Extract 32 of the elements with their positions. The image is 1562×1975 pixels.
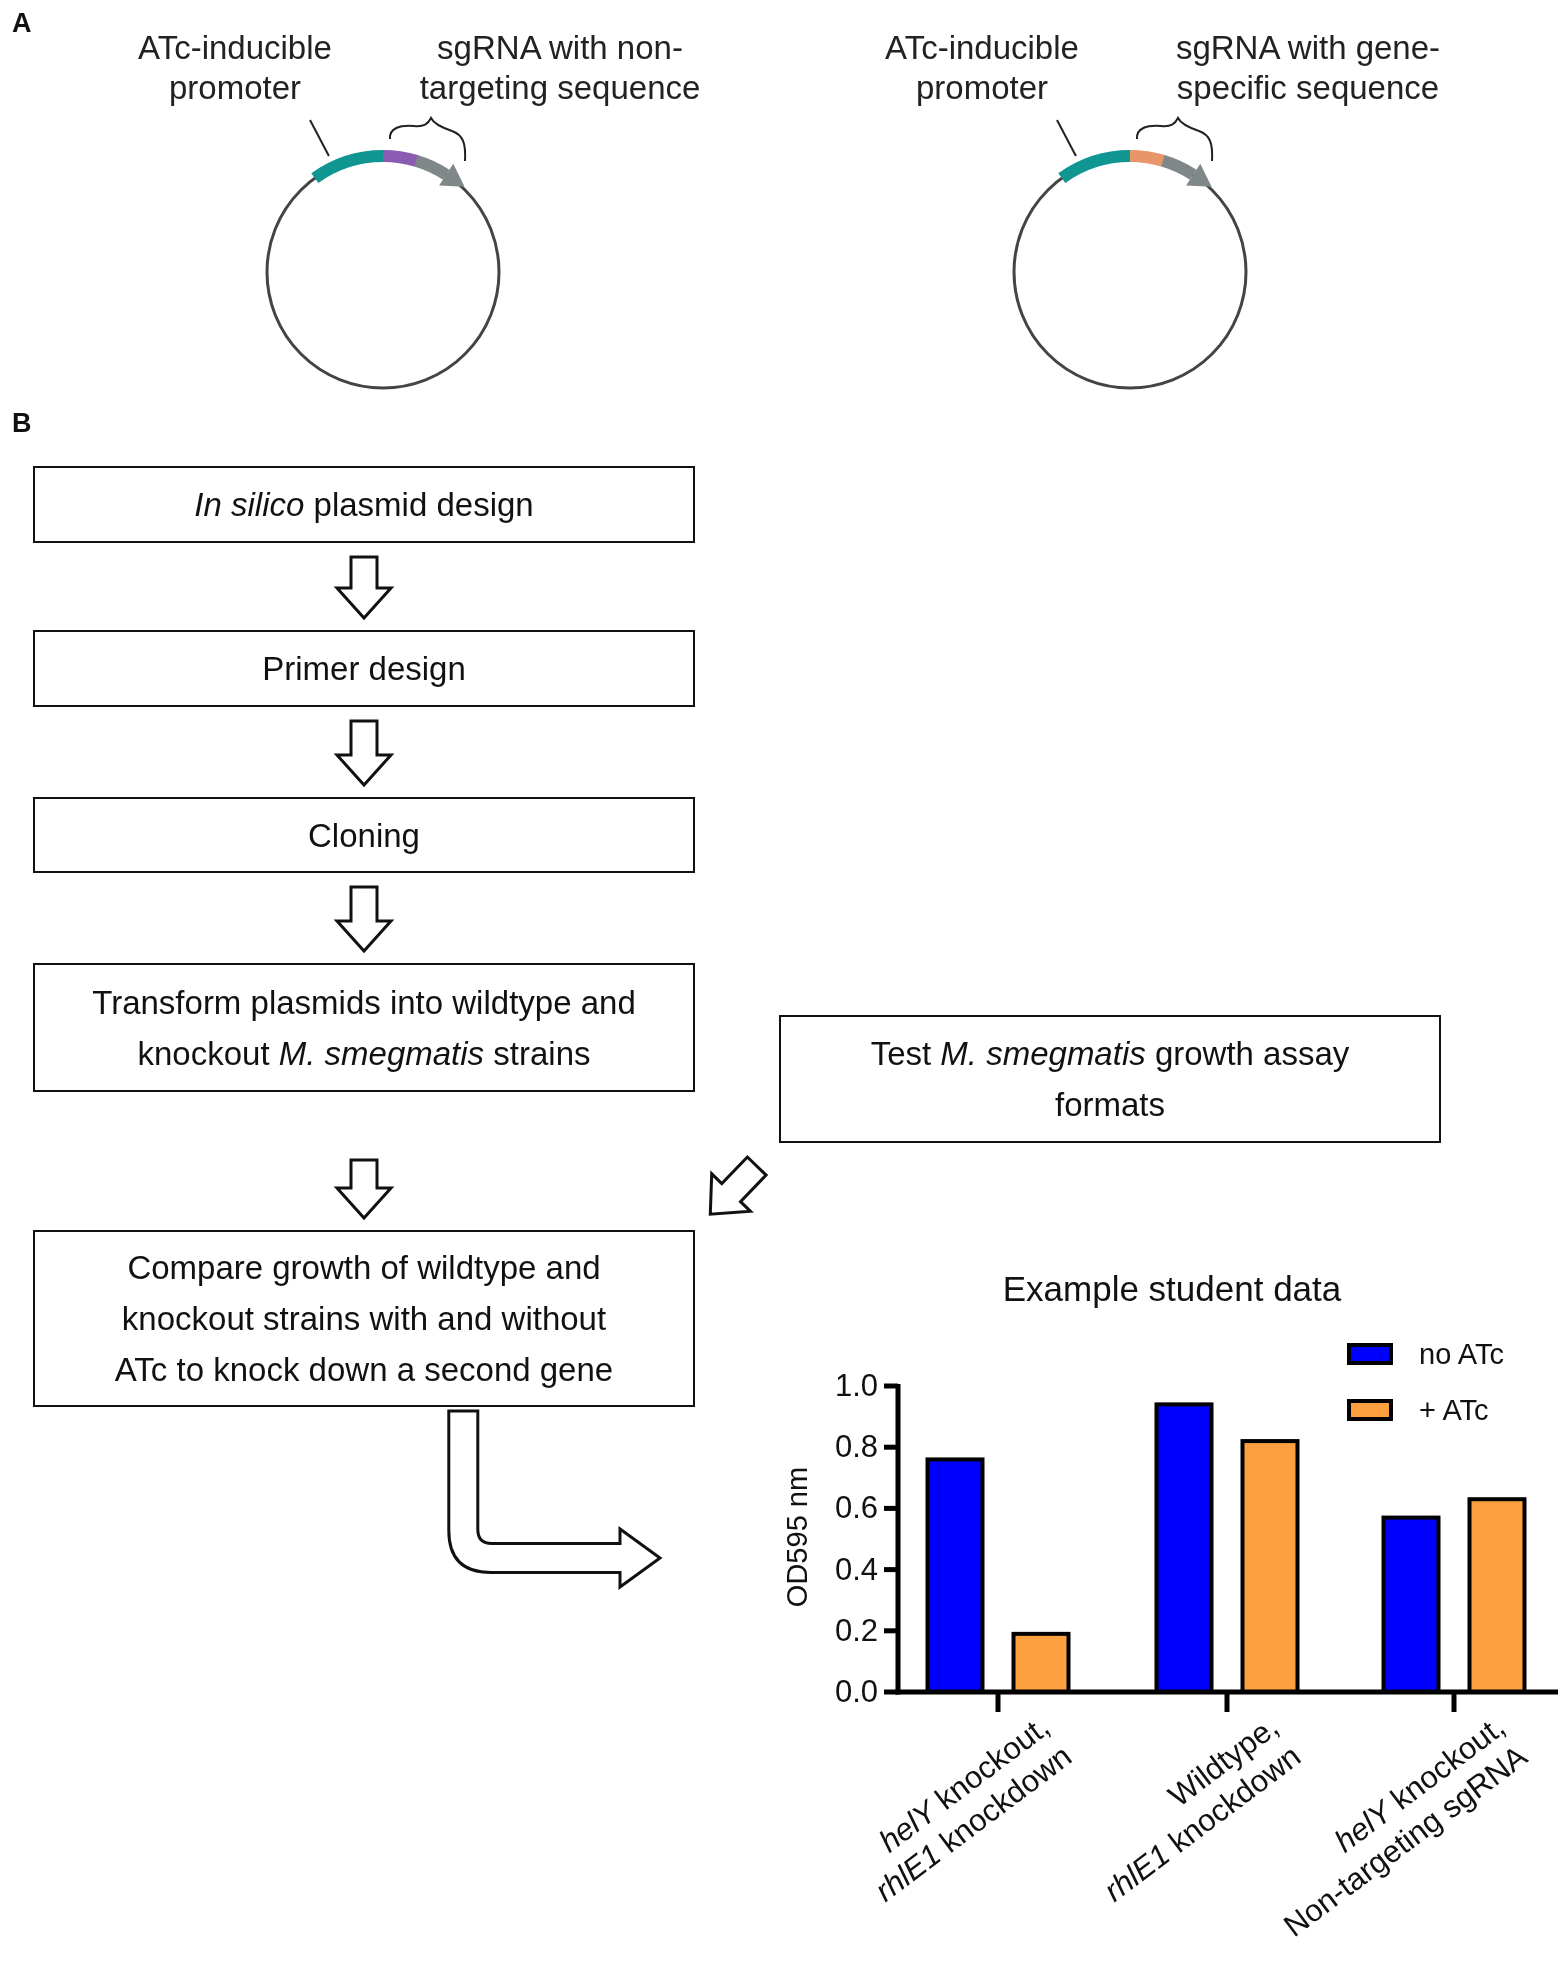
bent-block-arrow: [447, 1409, 662, 1589]
tick-label: 1.0: [834, 1367, 878, 1405]
tick-label: 0.4: [834, 1550, 878, 1589]
tick-label: 0.6: [834, 1489, 878, 1528]
panel-label: A: [12, 8, 32, 39]
block-arrow: [333, 885, 395, 954]
process-box: In silico plasmid design: [33, 466, 695, 543]
tick-label: 0.8: [834, 1428, 878, 1467]
sgrna-label: sgRNA with gene-specific sequence: [1174, 28, 1442, 108]
promoter-label: ATc-inducible promoter: [110, 28, 360, 108]
sgrna-label: sgRNA with non-targeting sequence: [418, 28, 702, 108]
legend-label: no ATc: [1419, 1337, 1504, 1372]
leader-line: [1056, 119, 1077, 157]
process-box: Transform plasmids into wildtype and knockout M. smegmatis strains: [33, 963, 695, 1092]
block-arrow: [333, 1158, 395, 1221]
panel-label: B: [12, 408, 32, 439]
promoter-segment: [311, 150, 384, 184]
process-box: Test M. smegmatis growth assay formats: [779, 1015, 1441, 1143]
process-box: Cloning: [33, 797, 695, 873]
block-arrow: [333, 719, 395, 788]
legend-label: + ATc: [1419, 1393, 1489, 1428]
tick-label: 0.2: [834, 1611, 878, 1650]
block-arrow: [333, 555, 395, 621]
block-arrow: [708, 1154, 769, 1216]
process-box: Compare growth of wildtype and knockout strains with and without ATc to knock down a second gene: [33, 1230, 695, 1407]
promoter-label: ATc-inducible promoter: [857, 28, 1107, 108]
process-box: Primer design: [33, 630, 695, 707]
chart-title: Example student data: [1001, 1268, 1343, 1310]
axis-label: OD595 nm: [780, 1465, 814, 1610]
promoter-segment: [1058, 150, 1131, 184]
tick-label: 0.0: [834, 1673, 878, 1711]
leader-line: [309, 119, 330, 157]
